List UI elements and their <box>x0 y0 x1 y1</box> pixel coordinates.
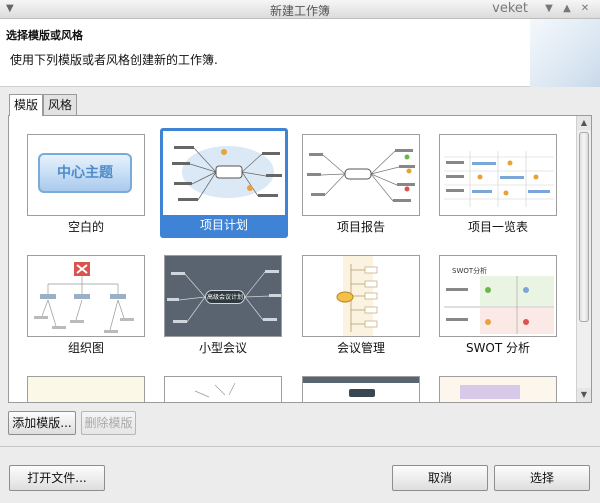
template-card-project-plan[interactable]: 项目计划 <box>160 128 288 238</box>
template-label: 项目计划 <box>199 218 248 232</box>
select-button[interactable]: 选择 <box>494 465 590 491</box>
add-template-button[interactable]: 添加模版... <box>8 411 76 435</box>
template-card-row3-4[interactable] <box>437 372 565 402</box>
meeting-central-node: 高级会议计划 <box>205 290 245 304</box>
template-thumbnail <box>164 376 282 402</box>
close-icon[interactable]: ✕ <box>580 3 590 14</box>
open-file-button[interactable]: 打开文件... <box>9 465 105 491</box>
report-preview <box>307 149 415 202</box>
header-title: 选择模版或风格 <box>6 29 83 42</box>
template-thumbnail <box>302 255 420 337</box>
template-card-org-chart[interactable]: 组织图 <box>25 251 153 361</box>
template-card-small-meeting[interactable]: 高级会议计划 小型会议 <box>162 251 290 361</box>
template-thumbnail <box>439 376 557 402</box>
header-description: 使用下列模版或者风格创建新的工作簿. <box>10 53 218 67</box>
template-thumbnail: 高级会议计划 <box>164 255 282 337</box>
template-card-project-overview[interactable]: 项目一览表 <box>437 130 565 240</box>
scroll-up-icon[interactable]: ▲ <box>577 116 591 130</box>
template-card-project-report[interactable]: 项目报告 <box>300 130 428 240</box>
template-label: 项目一览表 <box>467 220 528 234</box>
template-thumbnail <box>302 134 420 216</box>
tab-templates[interactable]: 模版 <box>9 94 44 116</box>
template-card-meeting-management[interactable]: 会议管理 <box>300 251 428 361</box>
overview-table-preview <box>444 151 554 207</box>
template-label: 空白的 <box>67 220 104 234</box>
central-topic-preview: 中心主题 <box>38 153 132 193</box>
template-label: 会议管理 <box>336 341 385 355</box>
window-menu-icon[interactable]: ▼ <box>6 3 14 14</box>
brand-label: veket <box>492 1 528 16</box>
template-thumbnail <box>27 255 145 337</box>
minimize-icon[interactable]: ▼ <box>545 3 553 14</box>
template-card-row3-3[interactable] <box>300 372 428 402</box>
template-label: 小型会议 <box>198 341 247 355</box>
template-label: 组织图 <box>67 341 104 355</box>
template-card-row3-2[interactable] <box>162 372 290 402</box>
template-thumbnail <box>302 376 420 402</box>
template-label: SWOT 分析 <box>465 341 531 355</box>
template-thumbnail <box>439 134 557 216</box>
org-chart-preview <box>34 262 134 333</box>
title-bar: ▼ 新建工作簿 veket ▼ ▲ ✕ <box>0 0 600 19</box>
cancel-button[interactable]: 取消 <box>392 465 488 491</box>
window-title: 新建工作簿 <box>269 4 330 18</box>
scroll-down-icon[interactable]: ▼ <box>577 388 591 402</box>
tab-styles[interactable]: 风格 <box>43 94 78 115</box>
delete-template-button[interactable]: 删除模版 <box>81 411 136 435</box>
template-card-swot[interactable]: SWOT分析 SWOT 分析 <box>437 251 565 361</box>
template-card-blank[interactable]: 中心主题 空白的 <box>25 130 153 240</box>
meeting-mgmt-preview <box>336 256 378 336</box>
template-card-row3-1[interactable] <box>25 372 153 402</box>
maximize-icon[interactable]: ▲ <box>563 3 571 14</box>
template-thumbnail <box>27 376 145 402</box>
dialog-header: 选择模版或风格 使用下列模版或者风格创建新的工作簿. <box>0 19 600 87</box>
gallery-scrollbar[interactable]: ▲ ▼ <box>576 116 591 402</box>
template-gallery: 中心主题 空白的 项目计划 <box>8 115 592 403</box>
template-label: 项目报告 <box>336 220 385 234</box>
scrollbar-thumb[interactable] <box>579 132 589 322</box>
template-thumbnail: 中心主题 <box>27 134 145 216</box>
header-banner-image <box>530 19 600 87</box>
template-thumbnail <box>163 131 285 215</box>
mindmap-preview <box>172 146 282 201</box>
swot-preview-title: SWOT分析 <box>452 267 488 275</box>
template-thumbnail: SWOT分析 <box>439 255 557 337</box>
divider <box>0 446 600 447</box>
